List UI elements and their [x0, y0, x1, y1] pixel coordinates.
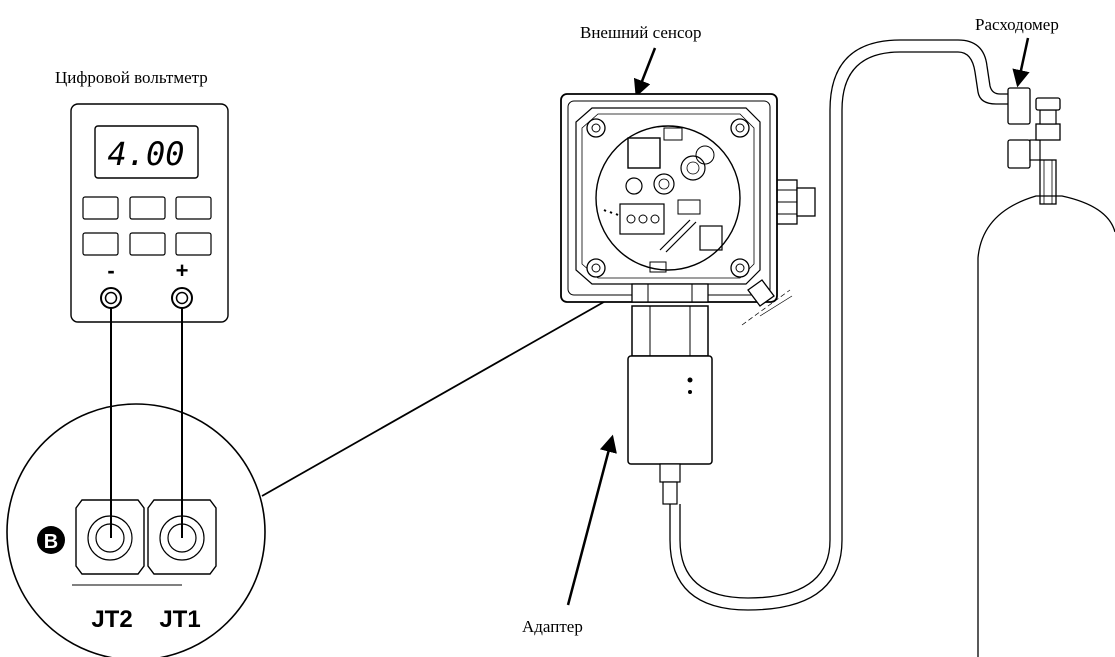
plus-symbol: +: [176, 258, 189, 283]
voltmeter-key[interactable]: [82, 232, 119, 256]
gas-tubing-inner: [679, 39, 1008, 599]
jt1-label: JT1: [159, 606, 200, 633]
minus-symbol: -: [107, 258, 114, 283]
gas-tubing-outer: [669, 51, 1008, 611]
flowmeter-label: Расходомер: [975, 15, 1059, 34]
voltmeter-key[interactable]: [129, 196, 166, 220]
detail-view: B JT2 JT1: [6, 403, 266, 657]
digital-voltmeter: 4.00 - +: [70, 103, 229, 323]
minus-terminal[interactable]: [100, 287, 122, 309]
voltmeter-key[interactable]: [175, 232, 212, 256]
external-sensor: [560, 93, 816, 326]
voltmeter-key[interactable]: [129, 232, 166, 256]
adapter-arrow: [566, 434, 617, 606]
jt2-label: JT2: [91, 606, 132, 633]
detail-badge: [37, 526, 65, 554]
external-sensor-label: Внешний сенсор: [580, 23, 702, 42]
adapter: [627, 305, 713, 505]
plus-terminal[interactable]: [171, 287, 193, 309]
voltmeter-display: [94, 125, 199, 179]
sensor-arrow: [633, 47, 657, 98]
adapter-label: Адаптер: [522, 617, 583, 636]
voltmeter-reading: 4.00: [107, 135, 184, 173]
voltmeter-key[interactable]: [175, 196, 212, 220]
voltmeter-key[interactable]: [82, 196, 119, 220]
gas-cylinder: [977, 195, 1115, 657]
zoom-callout-line: [261, 285, 633, 497]
flowmeter: [1007, 87, 1061, 205]
voltmeter-title: Цифровой вольтметр: [55, 68, 208, 87]
flowmeter-arrow: [1012, 37, 1030, 88]
detail-badge-letter: B: [44, 531, 58, 553]
